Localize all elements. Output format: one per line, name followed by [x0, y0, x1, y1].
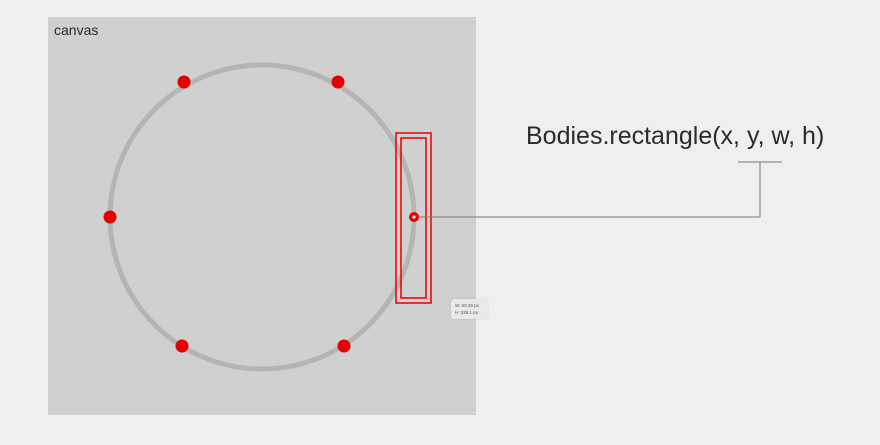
point-bottom-left	[175, 339, 189, 353]
point-left	[103, 210, 117, 224]
point-top-left	[177, 75, 191, 89]
point-bottom-right	[337, 339, 351, 353]
dimensions-tooltip: W: 60.29 px H: 339.1 px	[451, 299, 488, 319]
tooltip-width: W: 60.29 px	[455, 303, 479, 308]
tooltip-height: H: 339.1 px	[455, 310, 479, 315]
code-label: Bodies.rectangle(x, y, w, h)	[526, 122, 825, 150]
rectangle-body-inner	[400, 137, 427, 299]
point-top-right	[331, 75, 345, 89]
canvas-label: canvas	[54, 22, 99, 38]
canvas-area	[48, 17, 476, 415]
rectangle-body-outer[interactable]	[395, 132, 432, 304]
circle-path	[107, 62, 417, 372]
connector-line	[419, 162, 761, 218]
center-marker	[412, 215, 416, 219]
